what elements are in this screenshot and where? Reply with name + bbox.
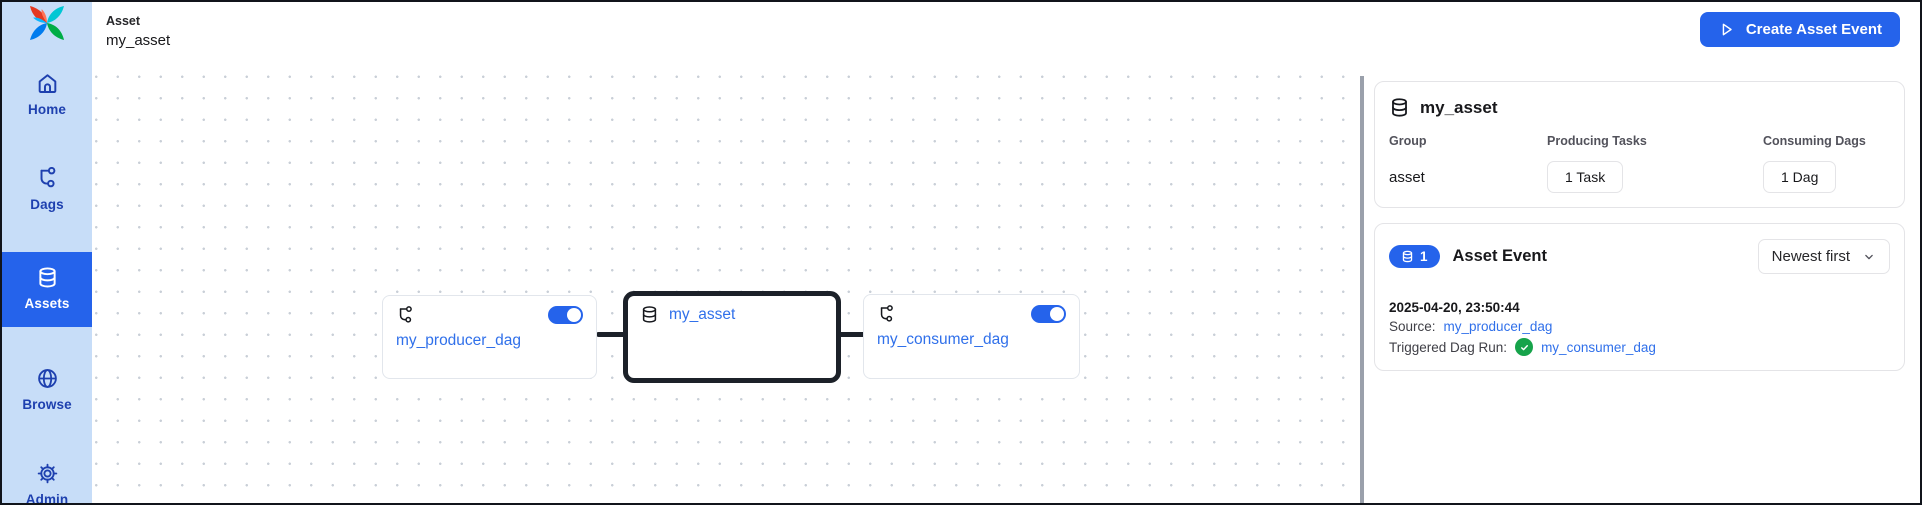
node-asset-selected[interactable]: my_asset <box>623 291 841 383</box>
play-icon <box>1722 23 1732 36</box>
admin-icon <box>36 462 59 485</box>
toggle-knob <box>567 308 581 322</box>
sidebar-item-home[interactable]: Home <box>2 62 92 127</box>
sidebar: Home Dags A <box>2 2 92 503</box>
panel-resize-handle[interactable] <box>1360 76 1364 503</box>
sidebar-item-label: Admin <box>25 492 69 505</box>
consuming-dags-label: Consuming Dags <box>1763 134 1866 148</box>
toggle-knob <box>1050 307 1064 321</box>
title-block: Asset my_asset <box>106 12 170 49</box>
home-icon <box>36 72 59 95</box>
database-icon <box>1402 250 1413 263</box>
source-label: Source: <box>1389 319 1436 334</box>
browse-icon <box>36 367 59 390</box>
events-card-title: Asset Event <box>1452 247 1547 265</box>
group-label: Group <box>1389 134 1427 148</box>
edge-asset-to-consumer <box>837 332 866 337</box>
asset-node-link[interactable]: my_asset <box>669 305 736 323</box>
dag-icon <box>877 305 896 324</box>
check-circle-icon <box>1515 338 1534 356</box>
asset-event-item: 2025-04-20, 23:50:44 Source: my_producer… <box>1389 300 1890 356</box>
triggered-dag-run-label: Triggered Dag Run: <box>1389 339 1508 355</box>
dags-icon <box>36 167 59 190</box>
details-panel: my_asset Group Producing Tasks Consuming… <box>1364 64 1920 503</box>
asset-card-header: my_asset <box>1389 97 1890 118</box>
page-header: Asset my_asset Create Asset Event <box>92 2 1920 64</box>
asset-meta-labels: Group Producing Tasks Consuming Dags <box>1389 134 1890 148</box>
events-header-left: 1 Asset Event <box>1389 245 1547 268</box>
producer-dag-pause-toggle[interactable] <box>548 306 583 324</box>
sidebar-item-dags[interactable]: Dags <box>2 157 92 222</box>
sort-order-value: Newest first <box>1771 248 1850 265</box>
sidebar-item-label: Dags <box>30 197 64 212</box>
page-eyebrow: Asset <box>106 14 141 28</box>
sidebar-item-admin[interactable]: Admin <box>2 452 92 505</box>
consuming-dags-button[interactable]: 1 Dag <box>1763 161 1837 193</box>
database-icon <box>640 305 659 324</box>
event-count: 1 <box>1420 249 1428 264</box>
page-title: my_asset <box>106 32 171 49</box>
assets-icon <box>36 266 59 289</box>
sidebar-item-label: Home <box>28 102 66 117</box>
node-top-row <box>877 305 1066 324</box>
sidebar-item-assets[interactable]: Assets <box>2 252 92 327</box>
chevron-down-icon <box>1865 254 1873 259</box>
sidebar-nav: Home Dags A <box>2 44 92 505</box>
sort-order-select[interactable]: Newest first <box>1757 239 1890 274</box>
dag-icon <box>396 306 415 325</box>
asset-meta-values: asset 1 Task 1 Dag <box>1389 161 1890 193</box>
asset-card-title: my_asset <box>1420 97 1498 117</box>
airflow-pinwheel-logo <box>30 6 64 40</box>
producer-dag-link[interactable]: my_producer_dag <box>396 332 521 349</box>
event-count-badge: 1 <box>1389 245 1440 268</box>
main-area: Asset my_asset Create Asset Event <box>92 2 1920 503</box>
event-source-row: Source: my_producer_dag <box>1389 319 1890 334</box>
event-triggered-row: Triggered Dag Run: my_consumer_dag <box>1389 338 1890 356</box>
consumer-dag-link[interactable]: my_consumer_dag <box>877 331 1009 348</box>
node-consumer-dag[interactable]: my_consumer_dag <box>863 294 1080 379</box>
producing-tasks-button[interactable]: 1 Task <box>1547 161 1624 193</box>
group-value: asset <box>1389 168 1425 186</box>
edge-producer-to-asset <box>596 332 626 337</box>
consumer-dag-pause-toggle[interactable] <box>1031 305 1066 323</box>
events-card-header: 1 Asset Event Newest first <box>1389 239 1890 274</box>
asset-events-card: 1 Asset Event Newest first 2025-04-2 <box>1374 223 1905 371</box>
airflow-logo[interactable] <box>2 2 92 44</box>
sidebar-item-label: Browse <box>22 397 72 412</box>
node-top-row: my_asset <box>640 305 824 324</box>
create-asset-event-button[interactable]: Create Asset Event <box>1699 12 1900 47</box>
sidebar-item-label: Assets <box>24 296 70 311</box>
create-asset-event-label: Create Asset Event <box>1745 21 1882 38</box>
asset-summary-card: my_asset Group Producing Tasks Consuming… <box>1374 81 1905 208</box>
graph-canvas[interactable]: my_producer_dag my_asset <box>92 64 1360 503</box>
database-icon <box>1389 97 1410 118</box>
sidebar-item-browse[interactable]: Browse <box>2 357 92 422</box>
node-top-row <box>396 306 583 325</box>
node-producer-dag[interactable]: my_producer_dag <box>382 295 597 379</box>
content-row: my_producer_dag my_asset <box>92 64 1920 503</box>
event-timestamp: 2025-04-20, 23:50:44 <box>1389 300 1520 315</box>
source-dag-link[interactable]: my_producer_dag <box>1443 319 1553 334</box>
triggered-dag-run-link[interactable]: my_consumer_dag <box>1541 339 1656 355</box>
producing-tasks-label: Producing Tasks <box>1547 134 1647 148</box>
